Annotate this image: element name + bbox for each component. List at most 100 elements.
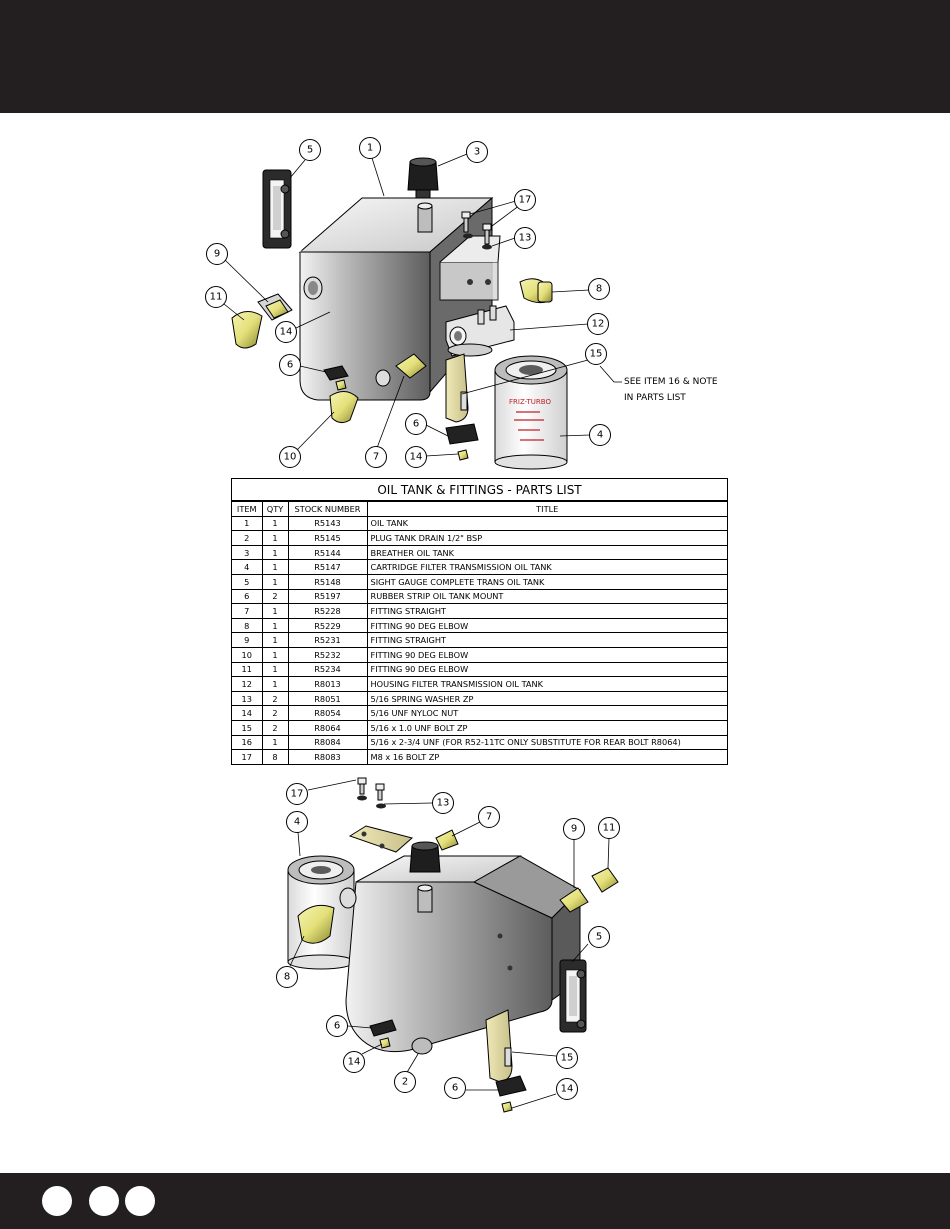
cell-title: SIGHT GAUGE COMPLETE TRANS OIL TANK [366, 573, 727, 590]
svg-text:13: 13 [437, 798, 450, 809]
svg-text:14: 14 [561, 1084, 574, 1095]
cell-qty: 2 [261, 705, 289, 721]
top-view-assembly: FRIZ-TURBO [205, 137, 622, 470]
callout-bottom-6a: 6 [326, 1015, 348, 1037]
callout-bottom-17: 17 [286, 783, 308, 805]
cell-stock-number: R8054 [287, 705, 368, 721]
callout-top-6b: 6 [405, 413, 427, 435]
bolts-and-washers [461, 211, 492, 250]
cell-item: 4 [232, 559, 263, 575]
callout-top-3: 3 [466, 141, 488, 163]
bottom-breather [409, 841, 441, 873]
svg-text:14: 14 [280, 327, 293, 338]
rubber-strips-and-nuts [323, 365, 479, 461]
callout-bottom-5: 5 [588, 926, 610, 948]
svg-text:5: 5 [596, 932, 602, 943]
cell-qty: 1 [261, 646, 289, 663]
cell-title: FITTING STRAIGHT [366, 603, 727, 619]
svg-text:3: 3 [474, 147, 480, 158]
callout-bottom-11: 11 [598, 817, 620, 839]
svg-text:6: 6 [452, 1083, 458, 1094]
cell-stock-number: R5231 [287, 632, 368, 648]
cell-item: 16 [232, 734, 263, 751]
cell-stock-number: R5197 [287, 588, 368, 605]
cell-title: FITTING 90 DEG ELBOW [366, 617, 727, 634]
cell-item: 3 [232, 544, 263, 561]
bottom-mount-bracket-lower [485, 1009, 513, 1083]
svg-text:17: 17 [519, 195, 532, 206]
header-title: TITLE [366, 501, 727, 517]
bottom-filter-cartridge [287, 855, 355, 970]
cell-stock-number: R5145 [287, 530, 368, 546]
parts-list-table: OIL TANK & FITTINGS - PARTS LIST ITEM QT… [231, 478, 728, 766]
cell-stock-number: R5144 [287, 544, 368, 561]
svg-text:6: 6 [413, 419, 419, 430]
cell-qty: 8 [261, 749, 289, 765]
cell-item: 2 [232, 530, 263, 546]
cell-qty: 1 [261, 661, 289, 678]
callout-bottom-2: 2 [394, 1071, 416, 1093]
svg-text:6: 6 [287, 360, 293, 371]
filter-brand-label: FRIZ-TURBO [509, 398, 551, 406]
cell-stock-number: R5228 [287, 603, 368, 619]
cell-qty: 1 [261, 559, 289, 575]
callout-bottom-6b: 6 [444, 1077, 466, 1099]
callout-bottom-7: 7 [478, 806, 500, 828]
callout-top-4: 4 [589, 424, 611, 446]
callout-top-14b: 14 [405, 446, 427, 468]
top-header-bar [0, 0, 950, 113]
cell-stock-number: R8064 [287, 719, 368, 736]
note-line-2: IN PARTS LIST [624, 393, 686, 403]
svg-text:6: 6 [334, 1021, 340, 1032]
sight-gauge [262, 169, 292, 249]
cell-title: 5/16 SPRING WASHER ZP [366, 690, 727, 707]
note-line-1: SEE ITEM 16 & NOTE [624, 377, 718, 387]
cell-title: RUBBER STRIP OIL TANK MOUNT [366, 588, 727, 605]
svg-text:17: 17 [291, 789, 304, 800]
svg-text:1: 1 [367, 143, 373, 154]
cell-title: 5/16 UNF NYLOC NUT [366, 705, 727, 721]
callout-top-17: 17 [514, 189, 536, 211]
cell-item: 12 [232, 676, 263, 692]
bottom-sight-gauge [559, 959, 587, 1033]
cell-item: 15 [232, 719, 263, 736]
cell-stock-number: R5229 [287, 617, 368, 634]
cell-qty: 2 [261, 719, 289, 736]
callout-top-13: 13 [514, 227, 536, 249]
cell-item: 8 [232, 617, 263, 634]
cell-item: 10 [232, 646, 263, 663]
callout-bottom-15: 15 [556, 1047, 578, 1069]
bottom-oil-tank [339, 855, 581, 1053]
cell-stock-number: R5147 [287, 559, 368, 575]
svg-text:8: 8 [284, 972, 290, 983]
cell-title: FITTING 90 DEG ELBOW [366, 661, 727, 678]
cell-item: 14 [232, 705, 263, 721]
svg-text:4: 4 [597, 430, 603, 441]
callout-bottom-4: 4 [286, 811, 308, 833]
cell-qty: 1 [261, 603, 289, 619]
cell-stock-number: R5234 [287, 661, 368, 678]
svg-text:14: 14 [410, 452, 423, 463]
cell-title: BREATHER OIL TANK [366, 544, 727, 561]
exploded-view-drawing: FRIZ-TURBO [205, 137, 622, 1113]
callout-bottom-14a: 14 [343, 1051, 365, 1073]
callout-top-15: 15 [585, 343, 607, 365]
callout-top-6a: 6 [279, 354, 301, 376]
cell-qty: 1 [261, 632, 289, 648]
header-item: ITEM [232, 501, 263, 517]
cell-stock-number: R8013 [287, 676, 368, 692]
cell-stock-number: R5143 [287, 515, 368, 532]
fittings-top [231, 278, 553, 424]
cell-item: 13 [232, 690, 263, 707]
